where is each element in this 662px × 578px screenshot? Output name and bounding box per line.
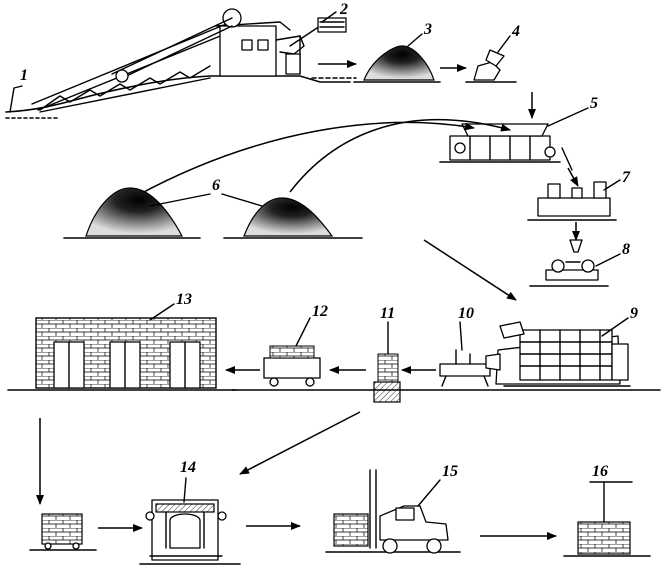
label-15: 15: [442, 463, 458, 480]
clay-piles-6: 6: [63, 177, 363, 239]
transfer-cart-12: 12: [263, 303, 328, 387]
label-16: 16: [592, 463, 608, 480]
brick-pallet-input: [29, 513, 97, 551]
cutter-table-10: 10: [439, 305, 491, 387]
flow-arrow: [289, 118, 511, 193]
label-12: 12: [312, 303, 328, 320]
label-11: 11: [380, 305, 395, 322]
label-5: 5: [590, 95, 598, 112]
finished-brick-stack-16: 16: [563, 463, 651, 557]
label-3: 3: [423, 21, 432, 38]
crusher-icon-4: 4: [465, 23, 520, 83]
label-7: 7: [622, 169, 631, 186]
extruder-machine-9: 9: [485, 305, 638, 387]
raw-material-pile-3: 3: [353, 21, 441, 83]
mixer-icon-5: 5: [439, 95, 598, 171]
conveyor-belt: [31, 19, 241, 113]
mould-cart-icon-8: 8: [529, 239, 630, 287]
excavator-stage: 2 1: [5, 1, 351, 119]
label-13: 13: [176, 291, 192, 308]
label-2: 2: [339, 1, 348, 18]
brick-stack-11: 11: [231, 305, 661, 403]
flow-arrow: [567, 167, 579, 187]
drying-shed-13: 13: [7, 291, 237, 391]
flow-arrow: [423, 239, 517, 301]
quarry-face-icon: [9, 85, 23, 113]
flow-arrow: [239, 411, 361, 475]
label-4: 4: [511, 23, 520, 40]
label-1: 1: [20, 67, 28, 84]
forklift-15: 15: [325, 463, 461, 554]
label-14: 14: [180, 459, 196, 476]
kiln-14: 14: [139, 459, 241, 565]
press-icon-7: 7: [527, 169, 631, 221]
label-10: 10: [458, 305, 474, 322]
label-8: 8: [622, 241, 630, 258]
label-9: 9: [630, 305, 638, 322]
label-6: 6: [212, 177, 220, 194]
flow-arrow: [139, 121, 475, 195]
excavator-icon: [111, 8, 347, 83]
